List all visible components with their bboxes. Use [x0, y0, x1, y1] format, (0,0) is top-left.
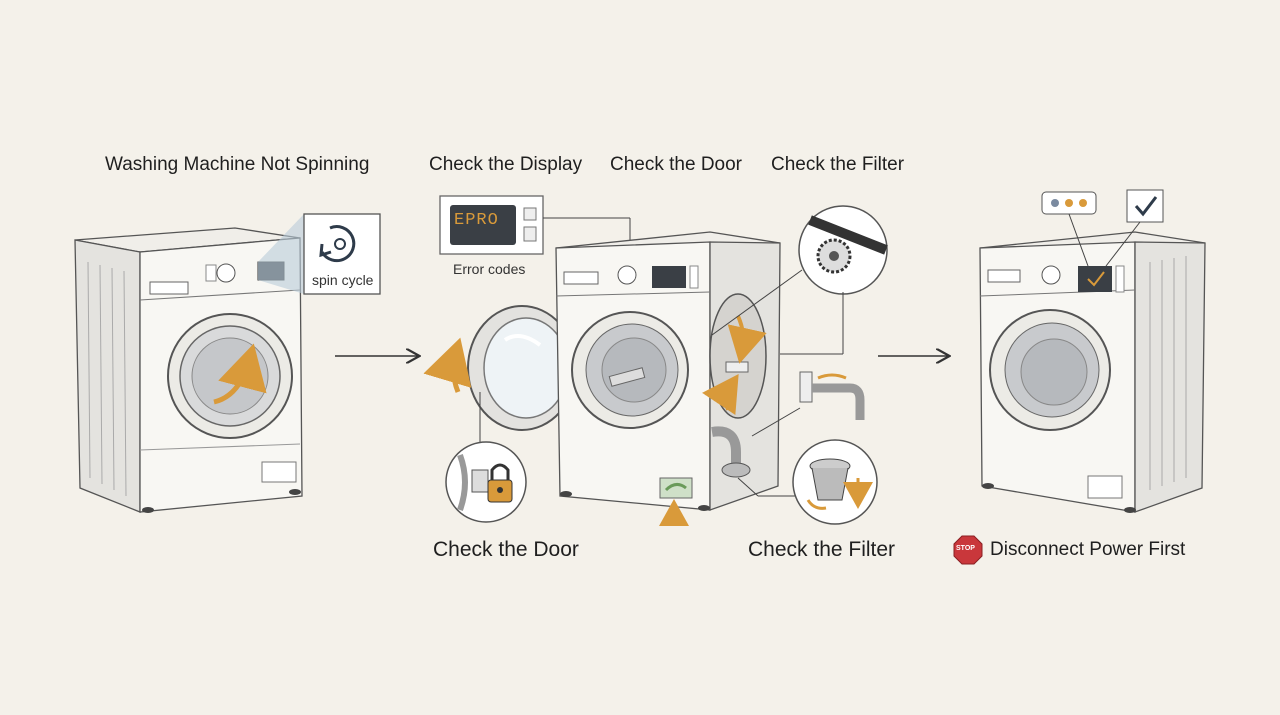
title-check-door-top: Check the Door [610, 154, 743, 175]
title-not-spinning: Washing Machine Not Spinning [105, 154, 370, 175]
washing-machine-left [74, 227, 303, 513]
spin-cycle-label: spin cycle [312, 272, 374, 288]
belt-callout [711, 205, 888, 336]
padlock-icon [487, 463, 513, 503]
stop-sign-text: STOP [956, 545, 975, 552]
title-check-filter-top: Check the Filter [771, 154, 905, 175]
display-code: EPRO [454, 211, 499, 230]
spin-cycle-callout [303, 213, 381, 295]
door-lock-callout [445, 392, 527, 523]
indicator-lights-callout [1041, 191, 1097, 267]
error-codes-label: Error codes [453, 261, 526, 277]
callout-beam [258, 214, 304, 294]
filter-callout [737, 407, 878, 525]
display-callout [439, 195, 631, 262]
open-door [423, 305, 579, 431]
stop-sign-icon [953, 535, 983, 565]
label-check-door-bottom: Check the Door [433, 538, 579, 561]
label-check-filter-bottom: Check the Filter [748, 538, 896, 561]
checkmark-icon [1105, 189, 1164, 267]
label-disconnect-power: Disconnect Power First [990, 539, 1186, 560]
rotate-arrow-icon [319, 225, 356, 263]
washing-machine-middle [555, 231, 781, 526]
water-tap-icon [780, 292, 865, 420]
title-check-display: Check the Display [429, 154, 583, 175]
washing-machine-right [979, 231, 1206, 513]
